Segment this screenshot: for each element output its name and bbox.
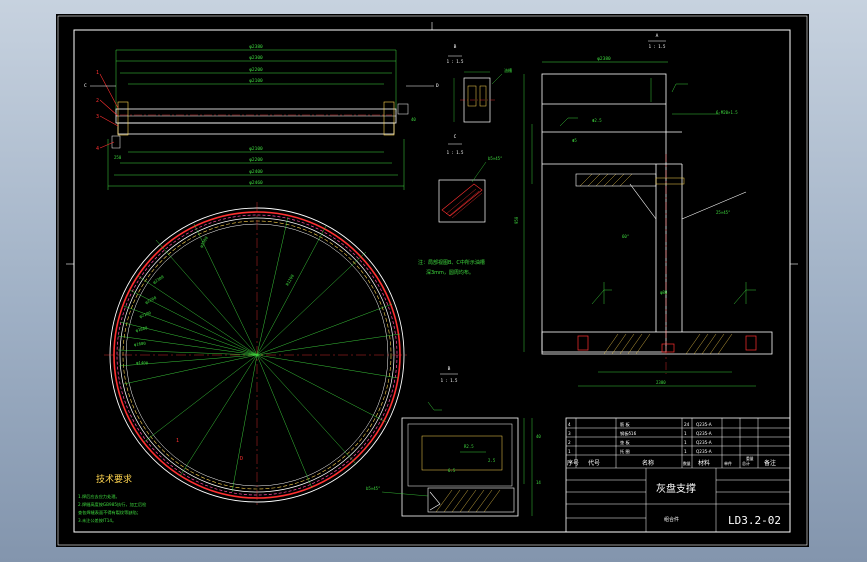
- svg-text:14: 14: [536, 480, 541, 485]
- svg-text:3.未注公差按IT14。: 3.未注公差按IT14。: [78, 517, 116, 524]
- svg-text:2.焊缝高度按GB985执行，加工后检: 2.焊缝高度按GB985执行，加工后检: [78, 501, 147, 508]
- svg-text:1 : 1.5: 1 : 1.5: [649, 44, 666, 49]
- svg-text:φ2300: φ2300: [249, 55, 263, 61]
- svg-text:Q235-A: Q235-A: [696, 440, 712, 445]
- main-note: 注：局部视图B、C中所示油槽 深3mm，圆周均布。: [418, 259, 485, 276]
- svg-text:φ2380: φ2380: [249, 44, 263, 50]
- svg-text:深3mm，圆周均布。: 深3mm，圆周均布。: [426, 269, 474, 276]
- svg-text:2: 2: [96, 98, 99, 104]
- svg-text:φ2100: φ2100: [249, 146, 263, 152]
- svg-text:φ2200: φ2200: [249, 67, 263, 73]
- svg-text:25×45°: 25×45°: [716, 210, 730, 215]
- svg-text:950: 950: [514, 216, 519, 224]
- svg-text:托 圈: 托 圈: [620, 448, 630, 455]
- svg-text:φ2380: φ2380: [597, 56, 611, 62]
- svg-text:灰盘支撑: 灰盘支撑: [656, 482, 696, 495]
- svg-text:名称: 名称: [642, 459, 654, 467]
- svg-text:24: 24: [684, 422, 690, 427]
- svg-text:φ2100: φ2100: [249, 78, 263, 84]
- svg-text:1: 1: [684, 440, 687, 445]
- plan-view: φ2300 φ2200 φ2100 φ1800 φ1600 φ1400 φ238…: [104, 202, 410, 508]
- svg-text:技术要求: 技术要求: [96, 473, 132, 485]
- svg-text:LD3.2-02: LD3.2-02: [728, 514, 781, 527]
- svg-text:单件: 单件: [724, 460, 732, 466]
- svg-text:1.焊后应去应力处理。: 1.焊后应去应力处理。: [78, 493, 120, 500]
- cad-drawing: φ2380 φ2300 φ2200 φ2100 φ2100 φ2200 φ240…: [57, 15, 808, 546]
- svg-text:φ2200: φ2200: [144, 295, 158, 305]
- svg-text:B: B: [448, 366, 451, 372]
- svg-text:1: 1: [684, 449, 687, 454]
- svg-text:40: 40: [411, 117, 416, 122]
- svg-text:6.5: 6.5: [448, 468, 456, 473]
- svg-text:组合件: 组合件: [664, 516, 679, 523]
- svg-text:φ1800: φ1800: [135, 325, 148, 333]
- svg-text:Φ5: Φ5: [572, 138, 577, 143]
- svg-text:φ2200: φ2200: [249, 157, 263, 163]
- svg-text:3: 3: [96, 114, 99, 120]
- svg-text:D: D: [240, 456, 243, 462]
- svg-text:b5×45°: b5×45°: [488, 156, 502, 161]
- svg-text:Q235-A: Q235-A: [696, 431, 712, 436]
- svg-text:b5×45°: b5×45°: [366, 486, 380, 491]
- svg-text:2.5: 2.5: [488, 458, 496, 463]
- svg-text:1: 1: [96, 70, 99, 76]
- svg-text:油槽: 油槽: [504, 67, 512, 73]
- svg-text:φ2400: φ2400: [249, 169, 263, 175]
- svg-text:φ2300: φ2300: [152, 274, 165, 285]
- svg-text:2380: 2380: [656, 380, 666, 385]
- technical-requirements: 技术要求 1.焊后应去应力处理。 2.焊缝高度按GB985执行，加工后检 查各焊…: [78, 473, 147, 524]
- svg-text:3: 3: [568, 431, 571, 436]
- svg-text:重量: 重量: [746, 456, 754, 461]
- svg-text:1 : 1.5: 1 : 1.5: [447, 59, 464, 64]
- svg-text:Φ2.5: Φ2.5: [592, 118, 602, 123]
- svg-text:总计: 总计: [742, 460, 750, 466]
- svg-text:D: D: [436, 83, 439, 89]
- svg-text:筋 板: 筋 板: [620, 421, 631, 428]
- svg-text:A: A: [656, 33, 659, 39]
- svg-text:2: 2: [568, 440, 571, 445]
- svg-text:R2.5: R2.5: [464, 444, 474, 449]
- svg-text:φ1400: φ1400: [136, 360, 149, 365]
- svg-text:查各焊缝表面不得有裂纹等缺陷；: 查各焊缝表面不得有裂纹等缺陷；: [78, 509, 141, 516]
- svg-text:垫 板: 垫 板: [620, 439, 631, 446]
- svg-text:1: 1: [684, 431, 687, 436]
- svg-text:6-M20×1.5: 6-M20×1.5: [716, 110, 738, 115]
- svg-text:4: 4: [568, 422, 571, 427]
- svg-text:Q235-A: Q235-A: [696, 422, 712, 427]
- svg-text:φ2380: φ2380: [199, 235, 210, 248]
- title-block: 4 筋 板 24 Q235-A 3 钢板δ16 1 Q235-A 2 垫 板 1…: [565, 417, 791, 533]
- section-b-view: B 1 : 1.5 R2.5 2.5 6.5 40 14 b5×45°: [366, 366, 541, 517]
- svg-text:序号: 序号: [567, 459, 579, 467]
- svg-text:B: B: [454, 44, 457, 50]
- svg-text:材料: 材料: [698, 459, 710, 467]
- drawing-frame: [73, 29, 791, 533]
- svg-text:备注: 备注: [764, 459, 776, 467]
- svg-text:40: 40: [536, 434, 541, 439]
- section-a-view: A 1 : 1.5 φ2380: [514, 33, 773, 387]
- svg-text:R1200: R1200: [285, 273, 296, 286]
- svg-text:钢板δ16: 钢板δ16: [620, 430, 637, 437]
- svg-text:数量: 数量: [683, 461, 691, 466]
- svg-text:φ2460: φ2460: [249, 180, 263, 186]
- svg-text:注：局部视图B、C中所示油槽: 注：局部视图B、C中所示油槽: [418, 259, 485, 266]
- svg-text:C: C: [84, 83, 87, 89]
- svg-text:1: 1: [176, 438, 179, 444]
- svg-text:φ1600: φ1600: [134, 340, 147, 347]
- svg-text:4: 4: [96, 146, 99, 152]
- svg-text:φ2100: φ2100: [139, 310, 153, 319]
- drawing-sheet: φ2380 φ2300 φ2200 φ2100 φ2100 φ2200 φ240…: [56, 14, 809, 547]
- detail-views-small: B 1 : 1.5 油槽 C 1 : 1.5 b5×45°: [438, 44, 512, 223]
- svg-text:250: 250: [114, 155, 122, 160]
- svg-text:代号: 代号: [588, 459, 600, 467]
- svg-text:Q235-A: Q235-A: [696, 449, 712, 454]
- svg-text:C: C: [454, 134, 457, 140]
- outer-border: [57, 15, 808, 546]
- svg-text:1 : 1.5: 1 : 1.5: [441, 378, 458, 383]
- svg-text:φ80: φ80: [660, 290, 668, 295]
- svg-text:60°: 60°: [622, 234, 629, 239]
- svg-text:1 : 1.5: 1 : 1.5: [447, 150, 464, 155]
- svg-text:1: 1: [568, 449, 571, 454]
- elevation-view: φ2380 φ2300 φ2200 φ2100 φ2100 φ2200 φ240…: [84, 44, 439, 190]
